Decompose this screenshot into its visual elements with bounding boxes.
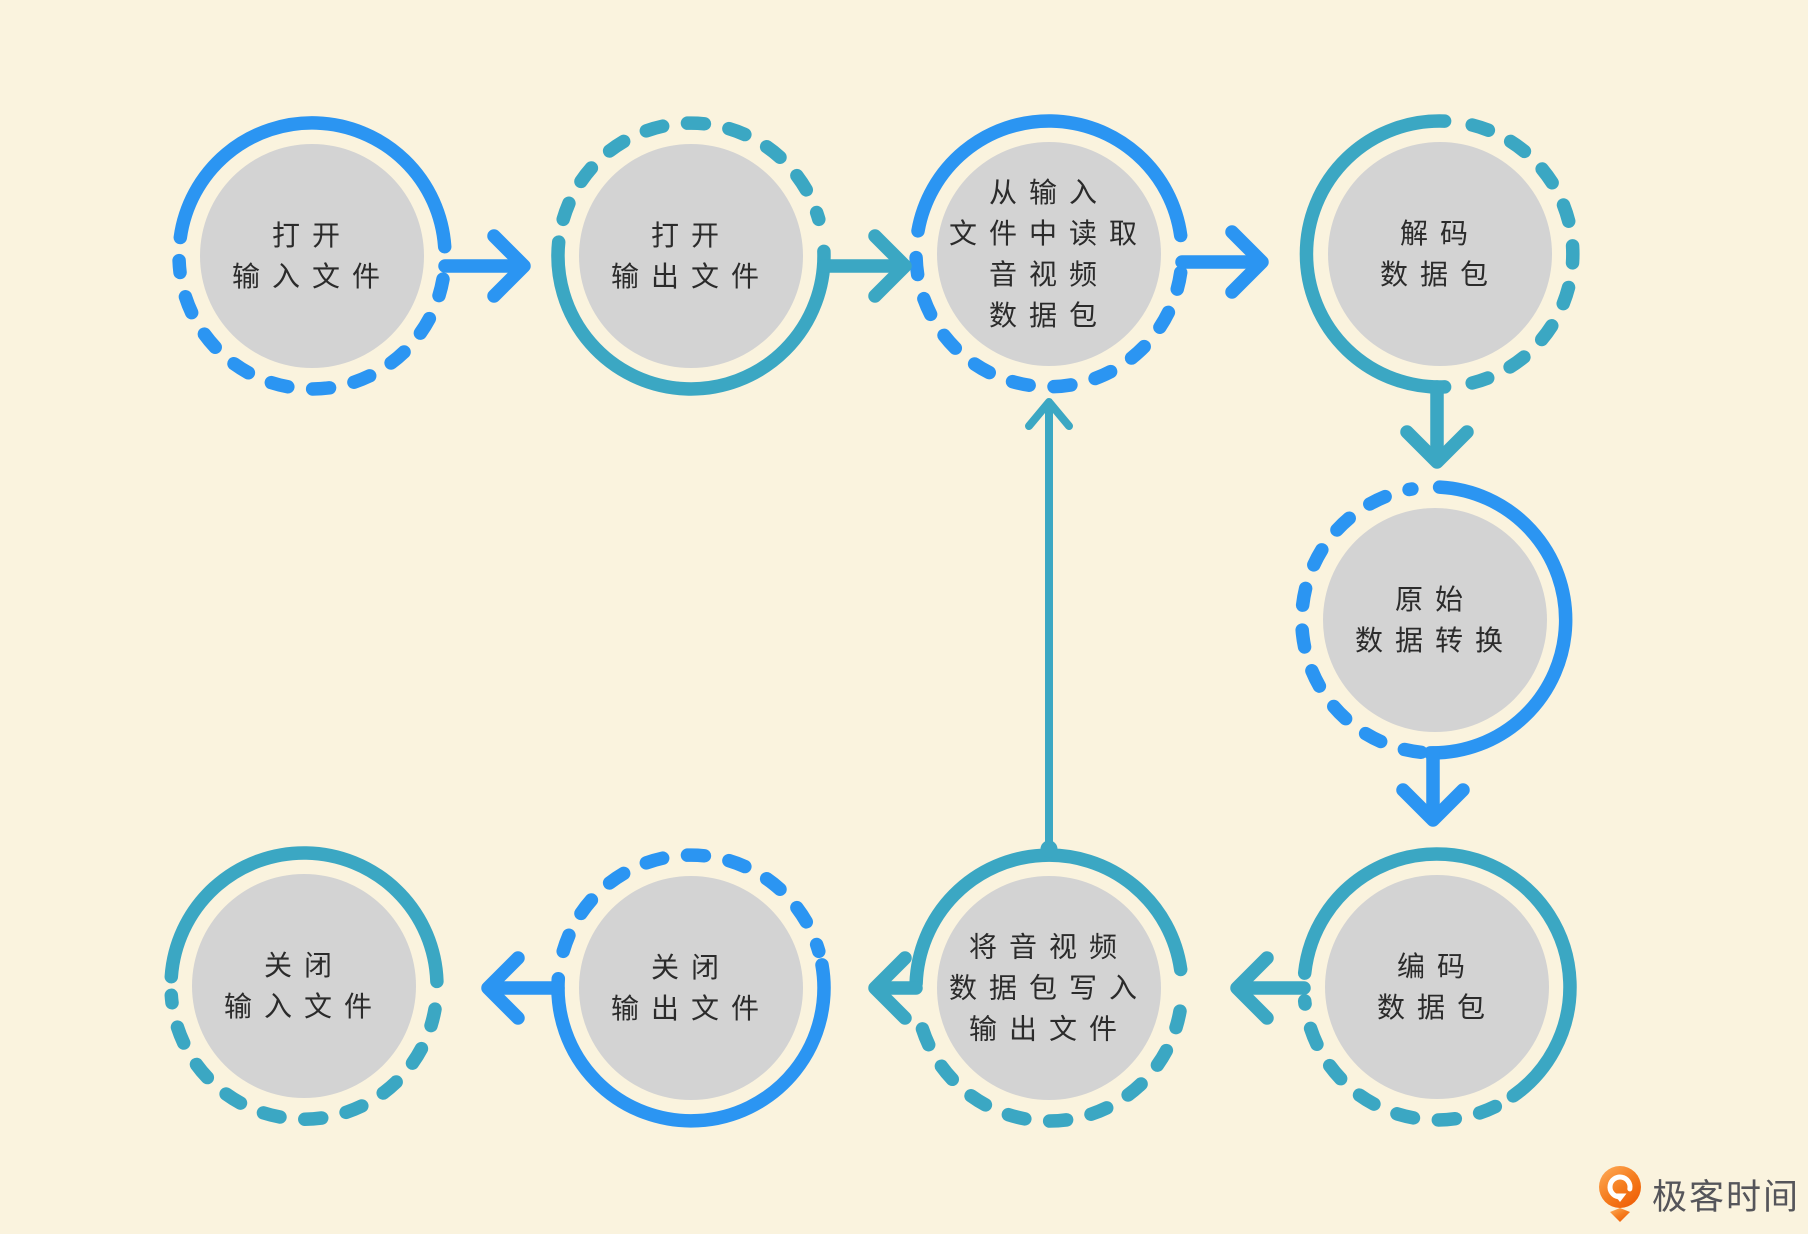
flow-arrow-7: [868, 951, 923, 1025]
flow-arrow-loop-back: [1025, 398, 1073, 858]
flow-node-open-input-file: [172, 116, 452, 396]
flow-arrow-5: [1396, 746, 1470, 827]
flow-node-close-output-file: [551, 848, 831, 1128]
flow-node-read-av-packets: [909, 114, 1188, 394]
loop-junction-dot: [1040, 840, 1058, 858]
geektime-logo-icon: [1599, 1166, 1641, 1222]
node-circle-write-av-packets: [937, 876, 1161, 1100]
flow-arrow-2: [817, 229, 912, 303]
flow-arrow-1: [438, 229, 531, 303]
flow-arrow-6: [1230, 951, 1311, 1025]
geektime-logo-text: 极客时间: [1652, 1177, 1801, 1217]
node-circle-open-output-file: [579, 144, 803, 368]
node-circle-open-input-file: [200, 144, 424, 368]
node-circle-decode-packets: [1328, 142, 1552, 366]
node-circle-read-av-packets: [937, 142, 1161, 366]
node-circle-close-output-file: [579, 876, 803, 1100]
flow-node-decode-packets: [1299, 114, 1580, 394]
flow-node-write-av-packets: [909, 848, 1188, 1128]
flow-arrow-4: [1400, 380, 1474, 469]
flow-arrow-3: [1175, 225, 1269, 299]
node-circle-encode-packets: [1325, 875, 1549, 1099]
flow-node-close-input-file: [164, 846, 444, 1126]
flow-node-raw-data-convert: [1295, 480, 1573, 760]
node-circle-close-input-file: [192, 874, 416, 1098]
geektime-logo: 极客时间: [1597, 1166, 1800, 1222]
node-circle-raw-data-convert: [1323, 508, 1547, 732]
flow-arrow-8: [481, 951, 565, 1025]
flow-node-encode-packets: [1297, 847, 1577, 1127]
flow-node-open-output-file: [551, 116, 831, 396]
